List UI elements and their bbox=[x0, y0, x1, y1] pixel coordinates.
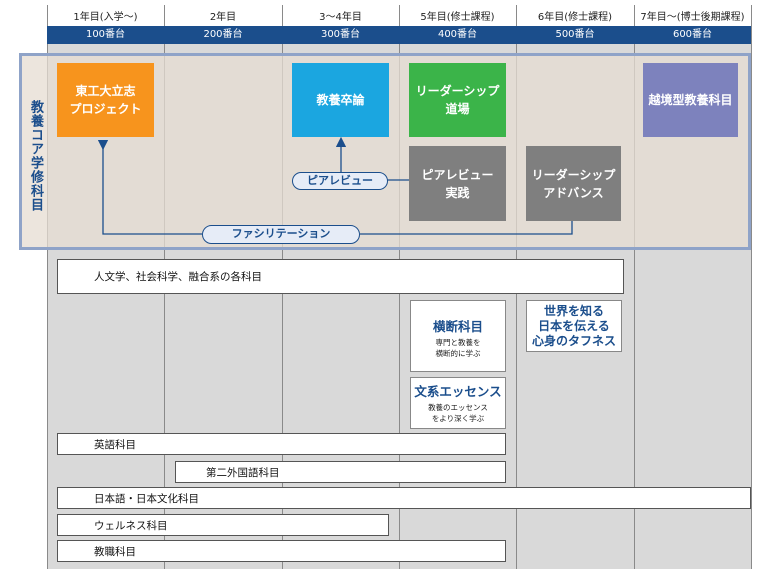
course-number-600: 600番台 bbox=[672, 29, 713, 40]
wellness-bar: ウェルネス科目 bbox=[57, 514, 389, 536]
kyoyo-sotsuron-box: 教養卒論 bbox=[292, 63, 389, 137]
course-number-400: 400番台 bbox=[437, 29, 478, 40]
japanese-culture-bar: 日本語・日本文化科目 bbox=[57, 487, 751, 509]
humanities-bar: 人文学、社会科学、融合系の各科目 bbox=[57, 259, 624, 294]
humanities-essence-card: 文系エッセンス 教養のエッセンス をより深く学ぶ bbox=[410, 377, 506, 429]
world-japan-toughness-title: 世界を知る 日本を伝える 心身のタフネス bbox=[531, 304, 616, 348]
column-divider bbox=[47, 5, 48, 569]
cross-subject-desc: 専門と教養を 横断的に学ぶ bbox=[435, 338, 481, 358]
course-number-100: 100番台 bbox=[85, 29, 126, 40]
year-label-2: 2年目 bbox=[209, 12, 237, 23]
facilitation-arrow bbox=[97, 139, 202, 235]
leadership-advance-box: リーダーシップ アドバンス bbox=[526, 146, 621, 221]
course-number-300: 300番台 bbox=[320, 29, 361, 40]
teaching-bar: 教職科目 bbox=[57, 540, 506, 562]
course-number-200: 200番台 bbox=[203, 29, 243, 40]
second-language-bar: 第二外国語科目 bbox=[175, 461, 506, 483]
cross-subject-card: 横断科目 専門と教養を 横断的に学ぶ bbox=[410, 300, 506, 372]
peer-review-practice-box: ピアレビュー 実践 bbox=[409, 146, 506, 221]
year-label-3: 3〜4年目 bbox=[319, 12, 362, 23]
facilitation-pill: ファシリテーション bbox=[202, 225, 360, 244]
peer-review-pill: ピアレビュー bbox=[292, 172, 388, 190]
english-bar: 英語科目 bbox=[57, 433, 506, 455]
year-label-4: 5年目(修士課程) bbox=[420, 12, 495, 23]
world-japan-toughness-card: 世界を知る 日本を伝える 心身のタフネス bbox=[526, 300, 622, 352]
facilitation-link bbox=[360, 221, 573, 235]
column-divider bbox=[751, 5, 752, 569]
column-divider bbox=[634, 5, 635, 569]
year-label-6: 7年目〜(博士後期課程) bbox=[640, 12, 745, 23]
humanities-essence-title: 文系エッセンス bbox=[414, 384, 502, 399]
humanities-essence-desc: 教養のエッセンス をより深く学ぶ bbox=[428, 403, 488, 423]
core-section-title: 教養コア学修科目 bbox=[28, 100, 43, 212]
year-label-5: 6年目(修士課程) bbox=[537, 12, 613, 23]
ekkyo-kyoyo-box: 越境型教養科目 bbox=[643, 63, 738, 137]
year-label-1: 1年目(入学〜) bbox=[73, 12, 138, 23]
tokodai-rissi-project-box: 東工大立志 プロジェクト bbox=[57, 63, 154, 137]
course-number-header bbox=[47, 26, 751, 44]
leadership-dojo-box: リーダーシップ 道場 bbox=[409, 63, 506, 137]
cross-subject-title: 横断科目 bbox=[432, 319, 483, 334]
course-number-500: 500番台 bbox=[555, 29, 595, 40]
